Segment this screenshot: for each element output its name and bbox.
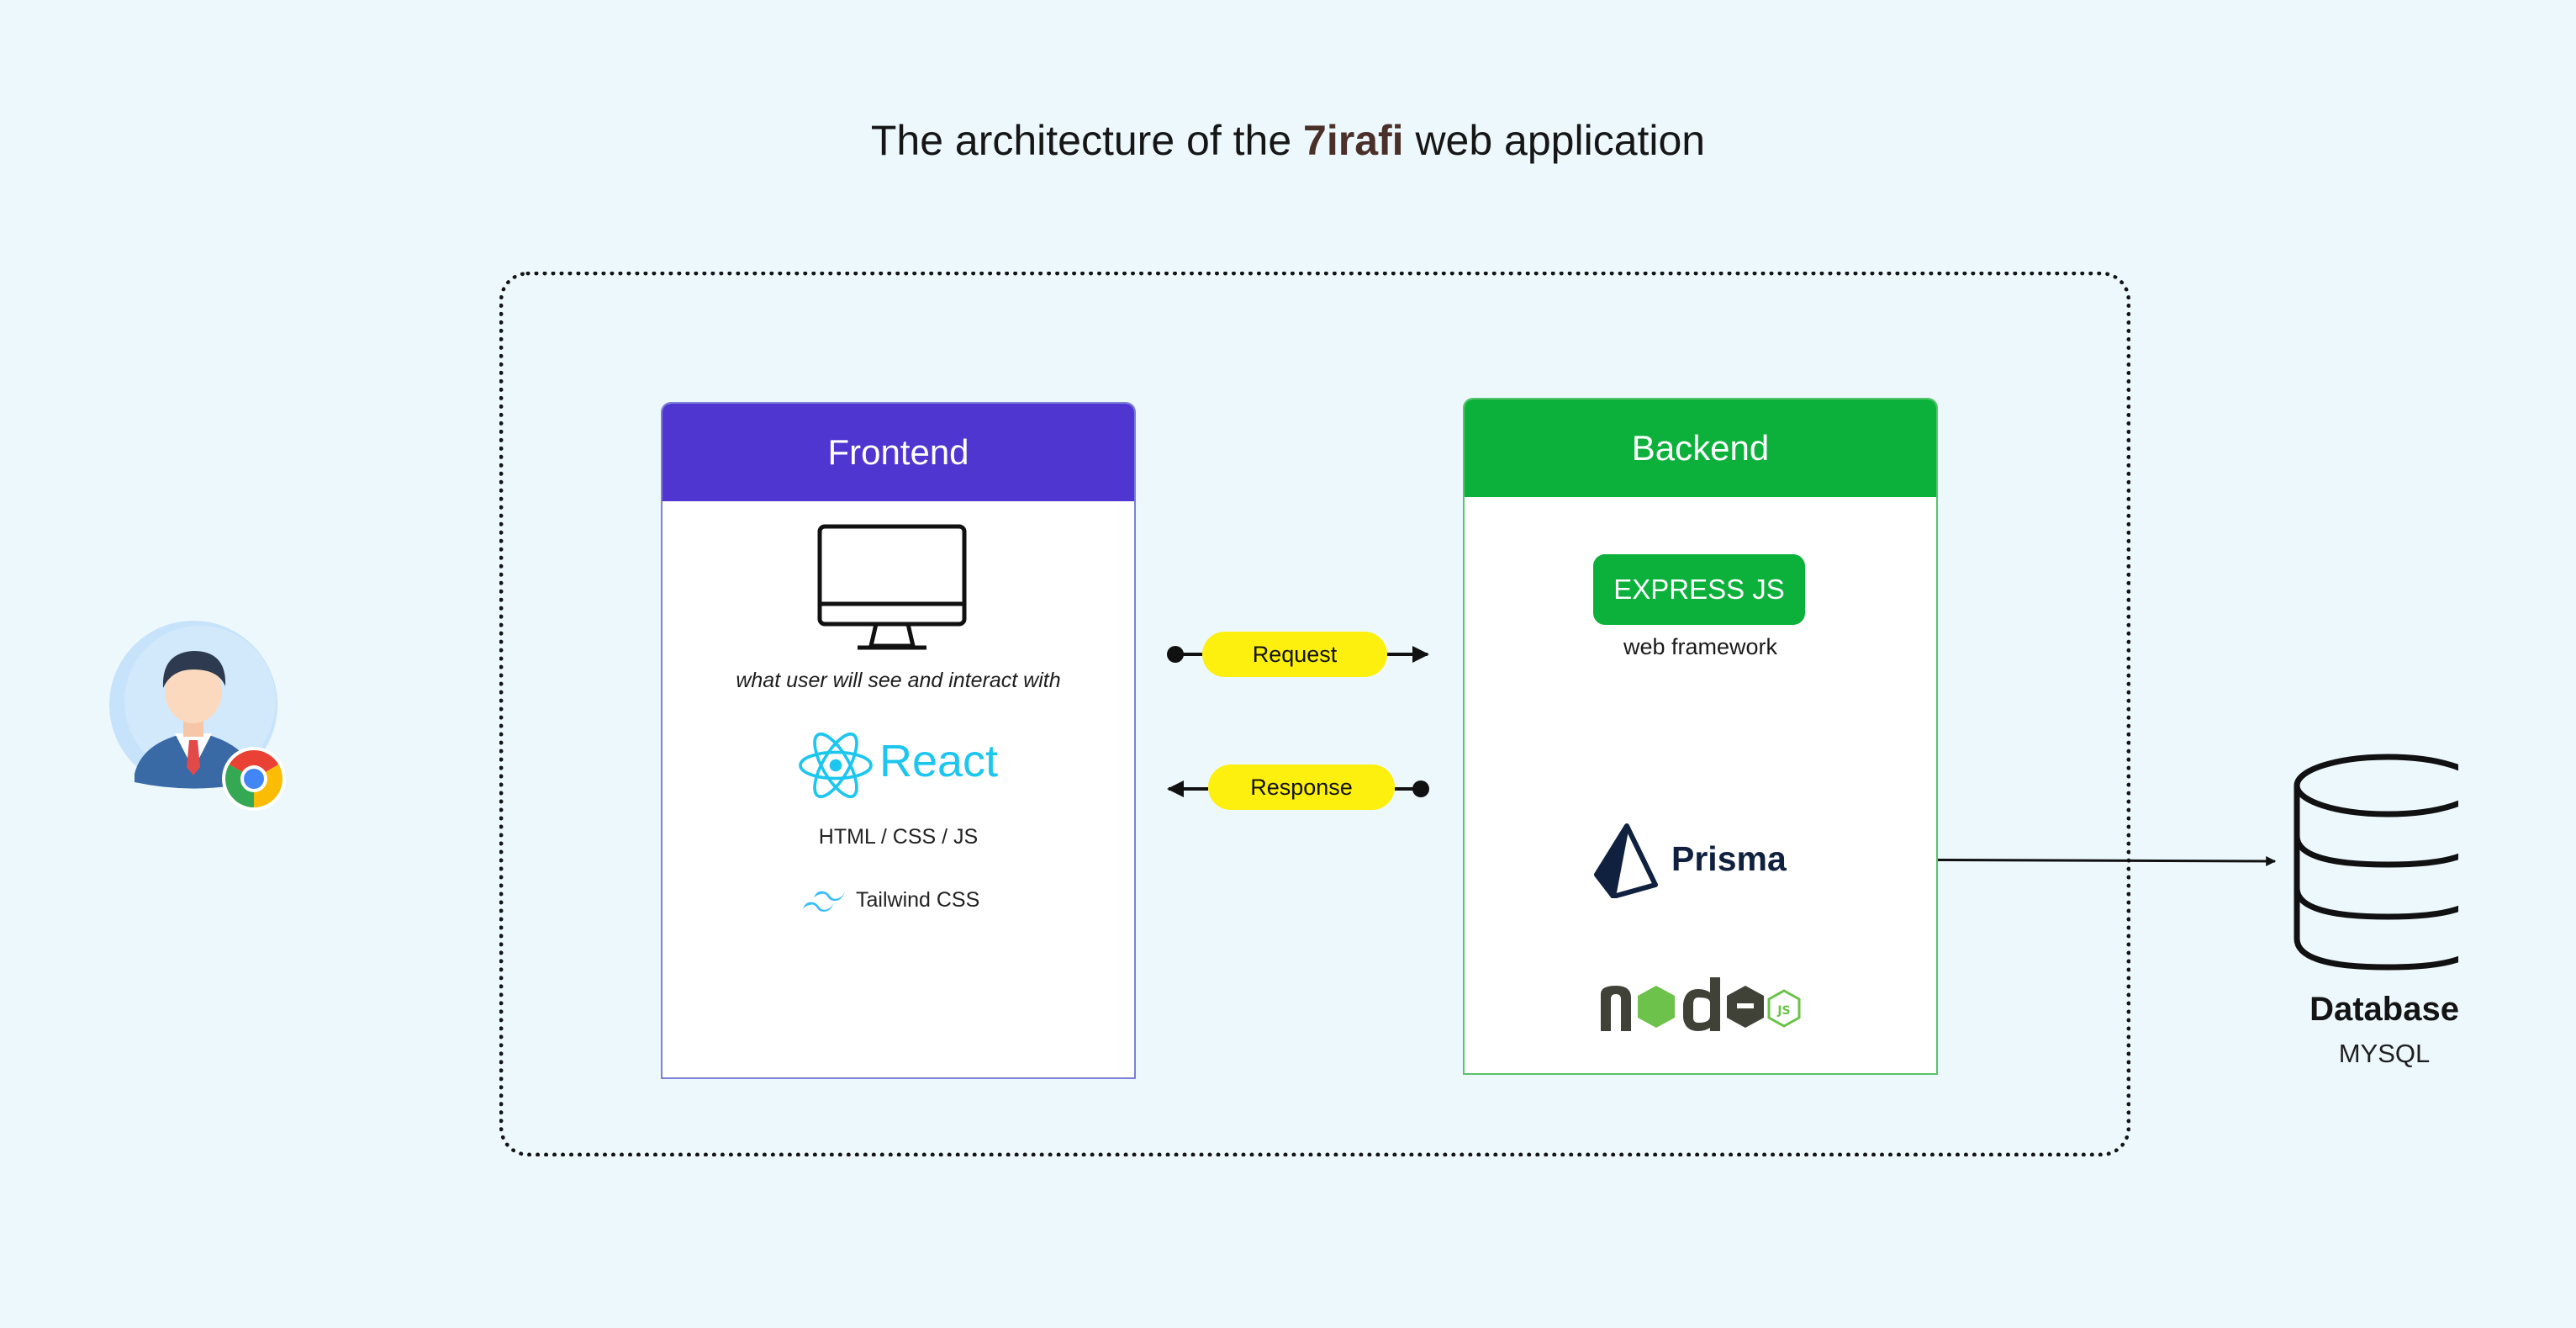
- tailwind-logo-icon: [803, 891, 845, 913]
- database-engine: MYSQL: [2338, 1039, 2431, 1068]
- database-label: Database: [2309, 991, 2459, 1028]
- title-prefix: The architecture of the: [870, 117, 1304, 164]
- user-avatar-icon: [109, 621, 286, 811]
- response-pill: Response: [1208, 765, 1395, 810]
- express-badge: EXPRESS JS: [1593, 554, 1805, 625]
- frontend-header: Frontend: [662, 404, 1134, 501]
- svg-text:JS: JS: [1776, 1004, 1790, 1018]
- prisma-logo-icon: [1594, 823, 1658, 898]
- system-boundary: [499, 272, 2130, 1156]
- prisma-label: Prisma: [1671, 839, 1787, 878]
- chrome-icon: [222, 747, 286, 811]
- backend-card: Backend: [1463, 398, 1938, 1075]
- express-caption: web framework: [1623, 634, 1778, 659]
- monitor-icon: [817, 524, 967, 650]
- react-logo-icon: [799, 732, 873, 799]
- database-icon: [2294, 754, 2458, 971]
- diagram-title: The architecture of the 7irafi web appli…: [0, 116, 2576, 165]
- request-pill: Request: [1202, 632, 1387, 677]
- backend-header: Backend: [1465, 399, 1936, 497]
- node-js-logo: JS: [1601, 977, 1801, 1031]
- request-arrow: [1167, 646, 1429, 663]
- response-arrow: [1167, 780, 1429, 797]
- title-brand: 7irafi: [1303, 117, 1404, 164]
- tailwind-label: Tailwind CSS: [856, 888, 980, 912]
- frontend-card: Frontend: [661, 402, 1136, 1079]
- languages-label: HTML / CSS / JS: [818, 825, 979, 849]
- frontend-description: what user will see and interact with: [736, 669, 1061, 692]
- react-label: React: [879, 736, 999, 786]
- title-suffix: web application: [1403, 117, 1706, 164]
